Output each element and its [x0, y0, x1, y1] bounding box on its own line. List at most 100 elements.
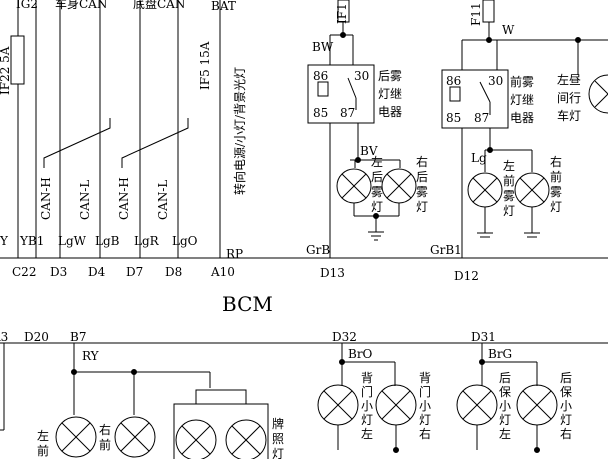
label-wire-bw: BW [312, 40, 334, 54]
front-fog-relay-box [441, 69, 509, 129]
rear-bumper-left-lamp [456, 384, 498, 426]
label-back-door-left-1: 背 [361, 371, 373, 385]
label-back-door-left-3: 小 [361, 399, 373, 413]
label-wire-yb1: YB1 [19, 234, 44, 248]
front-relay-pin-87: 87 [474, 111, 489, 125]
label-drl-left-1: 左昼 [557, 72, 581, 87]
license-lamp-box [173, 403, 269, 459]
label-can-h-chassis: CAN-H [117, 177, 131, 220]
pin-b7: B7 [70, 330, 86, 344]
label-rear-bumper-left-4: 灯 [499, 413, 511, 427]
label-rear-fog-right-3: 雾 [416, 185, 428, 199]
label-wire-lgw: LgW [58, 234, 87, 248]
label-right-front-2: 前 [99, 437, 111, 452]
label-wire-lgo: LgO [172, 234, 198, 248]
pin-d3: D3 [50, 265, 67, 279]
label-f11: F11 [469, 2, 483, 26]
pin-d7: D7 [126, 265, 143, 279]
front-relay-pin-30: 30 [488, 74, 503, 88]
label-wire-rp: RP [226, 247, 243, 261]
label-front-fog-relay-1: 前雾 [510, 74, 534, 89]
label-rear-fog-relay-3: 电器 [378, 105, 402, 119]
rear-relay-pin-30: 30 [354, 69, 369, 83]
front-fog-relay-switch [479, 81, 491, 115]
label-wire-lg: Lg [471, 151, 487, 165]
label-rear-fog-right-2: 后 [416, 170, 428, 184]
label-front-fog-left-2: 前 [503, 173, 515, 188]
label-back-door-right-1: 背 [419, 371, 431, 385]
license-lamp-2 [225, 419, 267, 459]
label-wire-bv: BV [360, 144, 378, 158]
label-can-l-chassis: CAN-L [156, 180, 170, 220]
label-rear-bumper-left-2: 保 [499, 385, 511, 399]
label-wire-lgb: LgB [95, 234, 120, 248]
label-front-fog-left-1: 左 [503, 158, 515, 173]
label-wire-lgr: LgR [134, 234, 160, 248]
fuse-if22 [10, 35, 25, 85]
label-wire-w: W [502, 23, 515, 37]
back-door-left-lamp [317, 384, 359, 426]
label-drl-left-2: 间行 [557, 91, 581, 105]
label-front-fog-right-2: 前 [550, 169, 562, 184]
front-fog-relay-coil [449, 86, 461, 102]
label-if1: IF1 [335, 3, 349, 24]
twisted-pair-body [43, 118, 111, 168]
label-rear-bumper-left-3: 小 [499, 399, 511, 413]
label-rear-bumper-right-5: 右 [560, 426, 572, 441]
label-body-can: 车身CAN [55, 0, 107, 11]
label-rear-bumper-right-3: 小 [560, 399, 572, 413]
label-fuse-if5: IF5 15A [198, 41, 212, 90]
ground-icon [477, 232, 493, 238]
label-rear-bumper-right-2: 保 [560, 385, 572, 399]
twisted-pair-chassis [121, 118, 189, 168]
label-left-front-2: 前 [37, 443, 49, 458]
rear-relay-pin-87: 87 [340, 106, 355, 120]
front-relay-pin-85: 85 [446, 111, 461, 125]
label-rear-fog-right-4: 灯 [416, 200, 428, 214]
rear-fog-right-lamp [381, 168, 417, 204]
pin-c22: C22 [12, 265, 36, 279]
pin-d20: D20 [24, 330, 49, 344]
label-license-1: 牌 [272, 417, 284, 431]
rear-relay-pin-86: 86 [313, 69, 328, 83]
right-front-lamp [114, 416, 156, 458]
rear-fog-relay-coil [317, 81, 329, 97]
label-back-door-right-5: 右 [419, 426, 431, 441]
label-drl-left-3: 车灯 [557, 108, 581, 123]
front-relay-pin-86: 86 [446, 74, 461, 88]
label-can-h-body: CAN-H [39, 177, 53, 220]
pin-d8: D8 [165, 265, 182, 279]
label-back-door-left-4: 灯 [361, 413, 373, 427]
label-wire-brg: BrG [488, 347, 512, 361]
label-rear-fog-relay-1: 后雾 [378, 69, 402, 83]
pin-d12: D12 [454, 269, 479, 283]
label-wire-grb1: GrB1 [430, 243, 462, 257]
label-front-fog-relay-2: 灯继 [510, 93, 534, 107]
label-back-door-left-5: 左 [361, 426, 373, 441]
pin-d4: D4 [88, 265, 106, 279]
label-wire-grb: GrB [306, 243, 330, 257]
fuse-f11 [482, 0, 495, 23]
pin-d32: D32 [332, 330, 357, 344]
label-wire-y: Y [0, 234, 9, 248]
front-fog-left-lamp [467, 172, 503, 208]
bcm-label: BCM [222, 292, 273, 316]
label-back-door-left-2: 门 [361, 384, 373, 399]
label-license-3: 灯 [272, 447, 284, 459]
label-front-fog-left-4: 灯 [503, 204, 515, 218]
label-rear-fog-relay-2: 灯继 [378, 87, 402, 101]
drl-left-lamp [588, 74, 608, 114]
label-can-l-body: CAN-L [78, 180, 92, 220]
pin-d13: D13 [320, 266, 345, 280]
license-lamp-1 [175, 419, 217, 459]
label-wire-bro: BrO [348, 347, 373, 361]
ground-icon [368, 231, 384, 241]
label-right-front-1: 右 [99, 422, 111, 437]
label-front-fog-relay-3: 电器 [510, 111, 534, 125]
ground-icon [524, 232, 540, 238]
label-rear-bumper-left-1: 后 [499, 371, 511, 385]
label-front-fog-right-1: 右 [550, 154, 562, 169]
label-front-fog-right-3: 雾 [550, 185, 562, 199]
